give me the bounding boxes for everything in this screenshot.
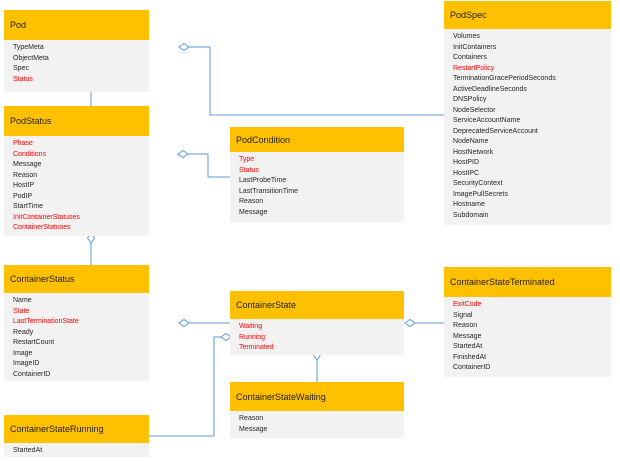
field-highlighted: Status: [13, 75, 33, 83]
field: Containers: [453, 54, 487, 61]
field: TypeMeta: [13, 44, 44, 51]
field: ImagePullSecrets: [453, 190, 508, 198]
connector-pod-podspec: [184, 46, 444, 116]
entity-title: PodSpec: [444, 1, 611, 29]
aggregation-diamond-icon: [404, 318, 416, 328]
field: LastProbeTime: [239, 177, 287, 184]
field: Name: [13, 297, 32, 304]
field: HostIPC: [453, 169, 480, 177]
field: Message: [239, 208, 268, 216]
field: Image: [13, 349, 33, 357]
field: Signal: [453, 311, 473, 319]
field: ContainerID: [453, 364, 491, 371]
entity-title: ContainerStateRunning: [4, 415, 149, 443]
aggregation-diamond-icon: [178, 318, 190, 328]
field: Reason: [13, 171, 38, 179]
entity-title: ContainerStateTerminated: [444, 267, 611, 297]
aggregation-diamond-icon: [178, 42, 190, 52]
field: RestartCount: [13, 339, 55, 346]
field: Message: [13, 161, 42, 168]
field: StartTime: [13, 203, 44, 210]
entity-title: PodCondition: [230, 127, 404, 152]
field: ServiceAccountName: [453, 117, 521, 124]
field: Reason: [239, 415, 264, 422]
field: Spec: [13, 65, 29, 72]
field-highlighted: Status: [239, 166, 259, 174]
field-highlighted: Running: [239, 333, 266, 341]
field: HostPID: [453, 159, 480, 166]
field: Message: [453, 332, 482, 340]
field: Message: [239, 425, 268, 433]
field: InitContainers: [453, 43, 497, 51]
field-highlighted: RestartPolicy: [453, 64, 495, 72]
field: Reason: [239, 198, 264, 205]
field-highlighted: ExitCode: [453, 301, 482, 308]
field: SecurityContext: [453, 180, 503, 187]
field: StartedAt: [13, 447, 43, 454]
field: Reason: [453, 322, 478, 329]
field: ActiveDeadlineSeconds: [453, 85, 527, 93]
connector-containerstate-containerstaterunning: [149, 336, 226, 437]
field: LastTransitionTime: [239, 187, 299, 195]
field: ContainerID: [13, 370, 51, 378]
entity-title: Pod: [4, 10, 149, 40]
field: TerminationGracePeriodSeconds: [453, 75, 556, 82]
field: NodeName: [453, 138, 489, 145]
field: Hostname: [453, 201, 485, 208]
field: NodeSelector: [453, 106, 496, 114]
entity-title: ContainerStatus: [4, 265, 149, 293]
field-highlighted: Terminated: [239, 344, 274, 351]
field: Volumes: [453, 33, 480, 40]
field-highlighted: Type: [239, 156, 255, 163]
field: Ready: [13, 328, 34, 336]
field: FinishedAt: [453, 353, 487, 361]
connector-podstatus-podcondition: [183, 153, 230, 178]
field: Subdomain: [453, 211, 489, 219]
field-highlighted: Conditions: [13, 150, 47, 158]
field: HostNetwork: [453, 148, 494, 156]
field: PodIP: [13, 192, 33, 200]
field-highlighted: Phase: [13, 140, 33, 147]
field: ObjectMeta: [13, 54, 49, 62]
aggregation-diamond-icon: [177, 149, 189, 159]
field: HostIP: [13, 182, 35, 189]
field-highlighted: ContainerStatuses: [13, 224, 71, 231]
field: StartedAt: [453, 343, 483, 350]
entity-fields: StartedAt: [4, 443, 149, 457]
field: DeprecatedServiceAccount: [453, 127, 538, 135]
field-highlighted: InitContainerStatuses: [13, 213, 80, 221]
field-highlighted: State: [13, 307, 30, 315]
entity-title: ContainerStateWaiting: [230, 382, 404, 411]
field-highlighted: Waiting: [239, 323, 263, 330]
field-highlighted: LastTerminationState: [13, 318, 79, 325]
field: DNSPolicy: [453, 96, 487, 103]
field: ImageID: [13, 360, 40, 367]
entity-title: PodStatus: [4, 106, 149, 136]
entity-title: ContainerState: [230, 291, 404, 319]
